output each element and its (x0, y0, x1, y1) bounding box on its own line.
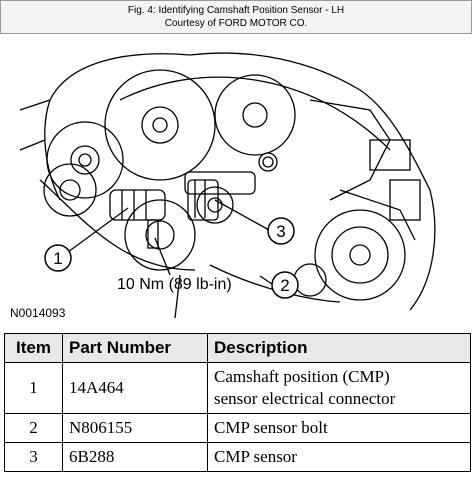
row-description: CMP sensor bolt (207, 413, 471, 443)
row-description-line1: Camshaft position (CMP) (214, 367, 390, 386)
parts-table-container: Item Part Number Description 1 14A464 Ca… (4, 333, 471, 472)
row-item: 3 (4, 442, 63, 472)
header-description: Description (207, 333, 471, 363)
row-description: Camshaft position (CMP) sensor electrica… (207, 362, 471, 414)
row-part-number: 14A464 (62, 362, 208, 414)
header-item: Item (4, 333, 63, 363)
callout-3: 3 (276, 222, 285, 241)
table-row: 1 14A464 Camshaft position (CMP) sensor … (4, 362, 471, 414)
figure-header: Fig. 4: Identifying Camshaft Position Se… (0, 0, 472, 34)
table-row: 3 6B288 CMP sensor (4, 442, 471, 472)
engine-drawing: 1 3 2 (19, 52, 436, 319)
row-description-line2: sensor electrical connector (214, 389, 396, 408)
table-row: 2 N806155 CMP sensor bolt (4, 413, 471, 443)
table-header-row: Item Part Number Description (4, 333, 471, 363)
figure-credit: Courtesy of FORD MOTOR CO. (164, 18, 308, 29)
callout-1: 1 (53, 249, 62, 268)
header-part-number: Part Number (62, 333, 208, 363)
figure-id: N0014093 (10, 306, 66, 320)
engine-illustration: 1 3 2 (10, 40, 464, 320)
row-part-number: 6B288 (62, 442, 208, 472)
row-item: 2 (4, 413, 63, 443)
torque-label: 10 Nm (89 lb-in) (117, 276, 232, 293)
row-description: CMP sensor (207, 442, 471, 472)
parts-table: Item Part Number Description 1 14A464 Ca… (4, 333, 471, 472)
row-part-number: N806155 (62, 413, 208, 443)
callout-2: 2 (280, 276, 289, 295)
figure-title: Fig. 4: Identifying Camshaft Position Se… (127, 5, 345, 16)
row-item: 1 (4, 362, 63, 414)
